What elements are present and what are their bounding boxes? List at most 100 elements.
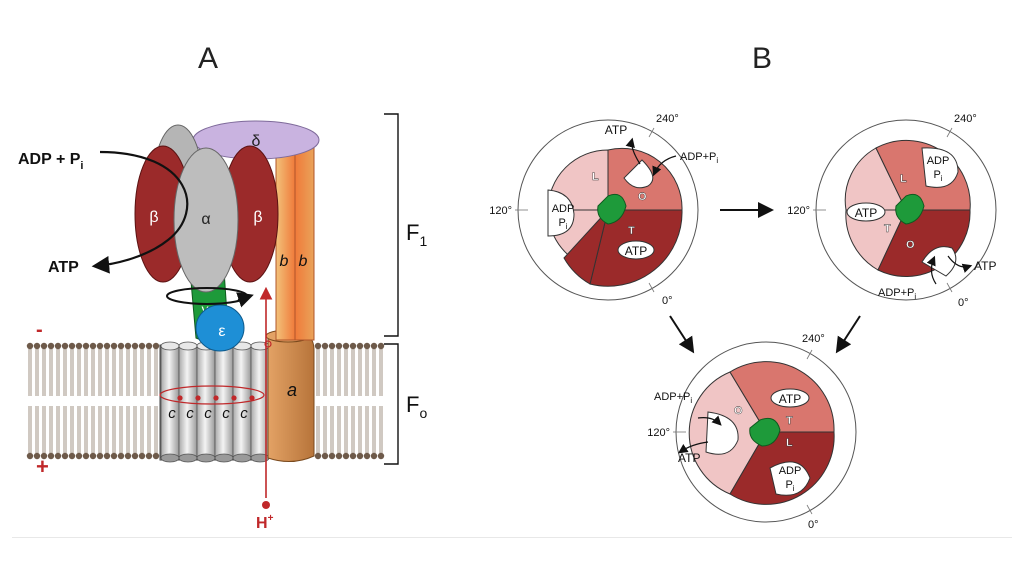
state-1-adp-pi-in: ADP+Pi (680, 151, 718, 165)
lipid (82, 406, 90, 460)
epsilon-subunit (195, 304, 245, 352)
f1-label: F1 (406, 220, 427, 249)
c-subunit-label: c (240, 405, 248, 422)
lipid (138, 342, 146, 396)
state-3-pi-label: Pi (785, 479, 794, 493)
b-label-2: b (299, 253, 308, 270)
state-3-deg-0: 0° (808, 519, 819, 531)
lipid (89, 342, 97, 396)
lipid (96, 342, 104, 396)
c-ring-proton-path (159, 385, 265, 405)
alpha-subunit (173, 147, 239, 293)
lipid (68, 342, 76, 396)
lipid (328, 342, 336, 396)
c-subunit-label: c (168, 405, 176, 422)
lipid (349, 406, 357, 460)
lipid (335, 342, 343, 396)
lipid (314, 406, 322, 460)
state-1-l-label: L (592, 171, 599, 183)
beta-left-label: β (149, 209, 158, 226)
lipid (335, 406, 343, 460)
lipid (377, 342, 385, 396)
state-2-adp-pi-in: ADP+Pi (878, 287, 916, 301)
proton-binding-site (177, 395, 183, 401)
state-1-deg-0: 0° (662, 295, 673, 307)
state-3-deg-120: 120° (647, 427, 670, 439)
fo-label: Fo (406, 392, 427, 421)
proton-binding-site (249, 395, 255, 401)
lipid (342, 342, 350, 396)
lipid (75, 342, 83, 396)
state-1-deg-240: 240° (656, 113, 679, 125)
state-3-l-label: L (786, 437, 793, 449)
atp-label-a: ATP (48, 259, 79, 276)
f1-bracket (384, 113, 399, 337)
state-transition-arrow-3 (669, 315, 695, 354)
state-2-deg-0: 0° (958, 297, 969, 309)
lipid (321, 406, 329, 460)
lipid (349, 342, 357, 396)
state-1-diagram: ATP L O T ADP Pi ATP ADP+Pi 120° 240° 0° (489, 113, 718, 307)
lipid (103, 406, 111, 460)
lipid (47, 406, 55, 460)
lipid (96, 406, 104, 460)
state-2-deg-240: 240° (954, 113, 977, 125)
proton-path (259, 286, 273, 509)
state-2-atp-out: ATP (974, 259, 996, 273)
lipid (124, 406, 132, 460)
state-3-atp-label: ATP (779, 392, 801, 406)
lipid (131, 406, 139, 460)
b-label-1: b (280, 253, 289, 270)
atp-synthesis-arrow (91, 150, 189, 274)
proton-label: H+ (256, 513, 274, 532)
lipid (145, 406, 153, 460)
beta-right-label: β (253, 209, 262, 226)
state-2-l-label: L (900, 173, 907, 185)
state-1-atp-label: ATP (625, 244, 647, 258)
lipid (328, 406, 336, 460)
state-2-diagram: ATP L T O ADP Pi ATP ADP+Pi 120° 240° 0° (787, 113, 997, 309)
panel-b: B ATP L O T ADP Pi (489, 42, 997, 531)
lipid (314, 342, 322, 396)
lipid (103, 342, 111, 396)
state-1-adp-label: ADP (552, 203, 575, 215)
lipid (152, 342, 160, 396)
lipid (363, 406, 371, 460)
alpha-label: α (201, 211, 210, 228)
state-transition-arrow-2 (835, 315, 861, 354)
c-subunit (196, 345, 216, 459)
lipid (26, 342, 34, 396)
proton-binding-site (213, 395, 219, 401)
membrane-plus-label: + (36, 454, 49, 479)
lipid (40, 406, 48, 460)
state-3-atp-out: ATP (678, 451, 700, 465)
fo-bracket (384, 343, 399, 465)
state-2-adp-label: ADP (927, 155, 950, 167)
state-3-diagram: ATP O T L ADP Pi ADP+Pi ATP 120° 240° 0° (647, 333, 857, 531)
c-subunit (214, 345, 234, 459)
lipid (117, 406, 125, 460)
gamma-label: γ (202, 301, 209, 317)
lipid (26, 406, 34, 460)
c-subunit-label: c (186, 405, 194, 422)
state-1-pi-label: Pi (558, 217, 567, 231)
state-2-t-label: T (884, 223, 891, 235)
state-1-deg-120: 120° (489, 205, 512, 217)
lipid (61, 406, 69, 460)
state-3-o-label: O (734, 405, 743, 417)
state-2-pi-label: Pi (933, 169, 942, 183)
lipid (145, 342, 153, 396)
state-3-adp-pi-in: ADP+Pi (654, 391, 692, 405)
lipid (370, 342, 378, 396)
epsilon-label: ε (218, 323, 225, 340)
lipid (124, 342, 132, 396)
c-subunit-label: c (222, 405, 230, 422)
lipid (33, 406, 41, 460)
proton-binding-site (231, 395, 237, 401)
page-divider (12, 537, 1012, 538)
lipid (47, 342, 55, 396)
state-2-deg-120: 120° (787, 205, 810, 217)
c-subunit-label: c (204, 405, 212, 422)
